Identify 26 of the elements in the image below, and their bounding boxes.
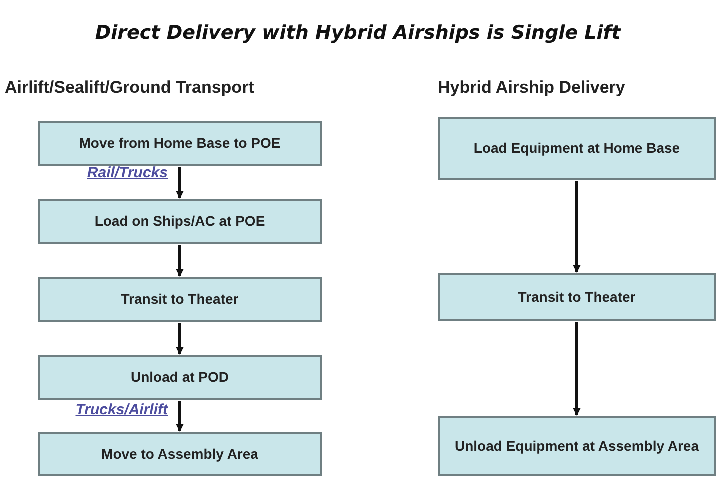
arrow <box>573 181 581 273</box>
box-text: Transit to Theater <box>518 288 636 306</box>
process-box <box>38 121 322 166</box>
box-text: Transit to Theater <box>121 291 239 308</box>
box-text: Move from Home Base to POE <box>79 135 281 152</box>
arrow <box>176 401 184 432</box>
process-box <box>438 416 716 476</box>
arrow <box>573 322 581 416</box>
arrow <box>176 167 184 199</box>
process-box <box>438 273 716 321</box>
column-heading: Airlift/Sealift/Ground Transport <box>5 78 254 98</box>
arrow <box>176 245 184 277</box>
arrow <box>176 323 184 355</box>
title: Direct Delivery with Hybrid Airships is Single Lift <box>94 22 622 44</box>
process-box <box>38 199 322 244</box>
box-text: Unload Equipment at Assembly Area <box>454 438 699 454</box>
process-box <box>438 117 716 180</box>
column-heading: Hybrid Airship Delivery <box>438 78 626 98</box>
process-box <box>38 432 322 476</box>
box-text: Load on Ships/AC at POE <box>94 213 266 230</box>
box-text: Unload at POD <box>130 369 229 386</box>
process-box <box>38 277 322 322</box>
edge-label: Trucks/Airlift <box>76 402 168 418</box>
process-box <box>38 355 322 400</box>
box-text: Move to Assembly Area <box>102 446 258 462</box>
box-text: Load Equipment at Home Base <box>474 140 680 157</box>
